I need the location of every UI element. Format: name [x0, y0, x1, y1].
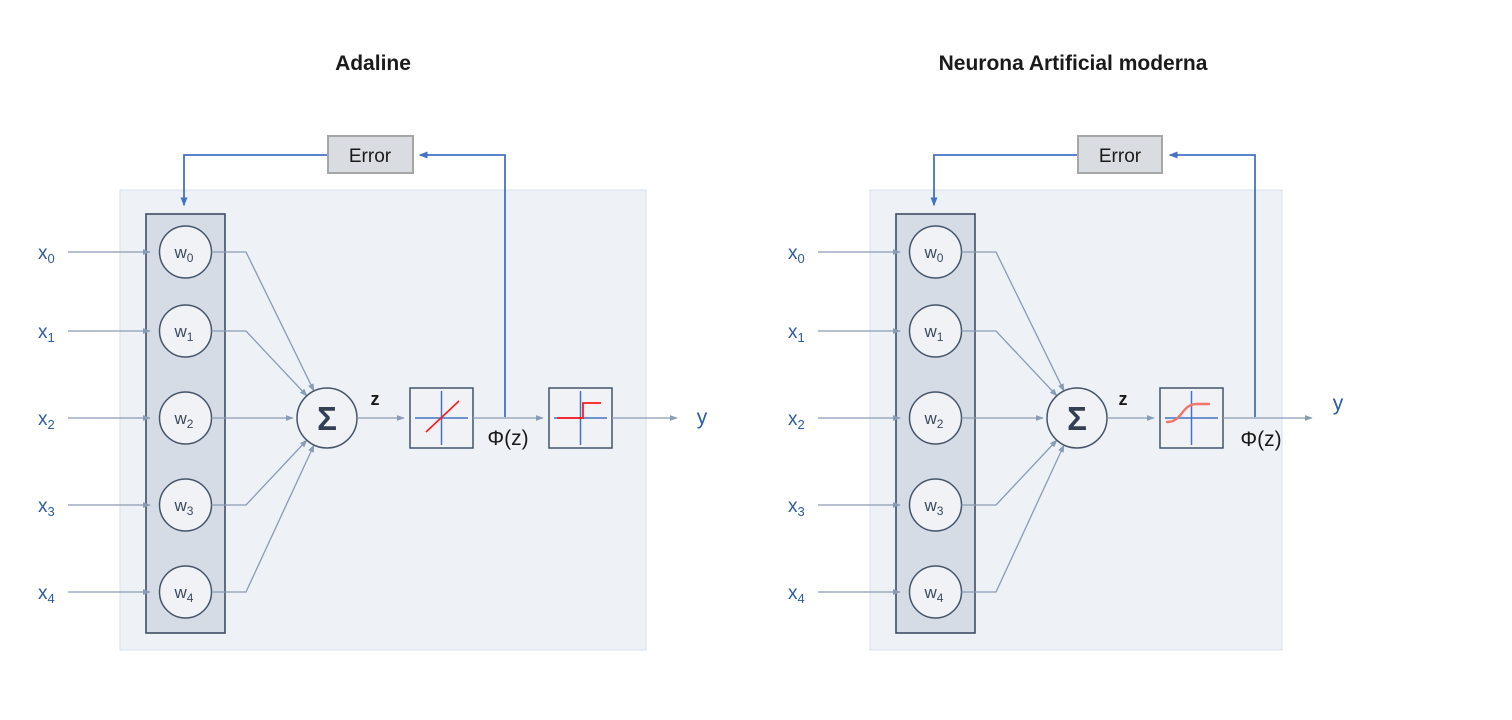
- weight-to-sum-connector: [211, 251, 315, 392]
- weight-label: w4: [174, 583, 194, 605]
- input-label: x4: [788, 583, 805, 606]
- weight-label: w1: [924, 322, 944, 344]
- weight-label: w3: [174, 496, 194, 518]
- weight-label: w3: [924, 496, 944, 518]
- sum-symbol: Σ: [317, 400, 337, 437]
- modern-neuron-diagram: Neurona Artificial moderna Error x0 x1 x…: [788, 52, 1344, 651]
- error-label: Error: [1099, 146, 1142, 167]
- output-label: y: [1333, 392, 1344, 415]
- error-box: [327, 135, 414, 174]
- input-label: x2: [38, 409, 55, 432]
- linear-activation-icon: [415, 391, 468, 445]
- activation-label: Φ(z): [487, 427, 528, 450]
- weight-label: w2: [174, 409, 194, 431]
- weight-label: w1: [174, 322, 194, 344]
- diagram-title: Adaline: [335, 52, 411, 75]
- net-input-label: z: [371, 389, 380, 409]
- sigmoid-activation-icon: [1165, 391, 1218, 445]
- input-label: x1: [38, 322, 55, 345]
- input-label: x2: [788, 409, 805, 432]
- weight-to-sum-connector: [961, 251, 1065, 392]
- weight-label: w2: [924, 409, 944, 431]
- output-label: y: [697, 406, 708, 429]
- feedback-line-to-error: [418, 151, 506, 417]
- weight-to-sum-connector: [961, 330, 1058, 397]
- weight-to-sum-connector: [961, 439, 1058, 506]
- net-input-label: z: [1119, 389, 1128, 409]
- error-box: [1077, 135, 1163, 174]
- feedback-line-to-error: [1168, 151, 1256, 417]
- step-activation-icon: [554, 391, 607, 445]
- adaline-diagram: Adaline Error x0 x1 x2 x3 x4 w0 w1 w2 w3…: [38, 52, 708, 651]
- input-label: x4: [38, 583, 55, 606]
- weight-label: w0: [924, 243, 944, 265]
- weight-to-sum-connector: [961, 444, 1065, 593]
- feedback-line-to-weights: [930, 154, 1078, 207]
- input-label: x0: [38, 243, 55, 266]
- diagram-title: Neurona Artificial moderna: [939, 52, 1208, 75]
- weight-to-sum-connector: [211, 444, 315, 593]
- input-label: x1: [788, 322, 805, 345]
- sum-symbol: Σ: [1067, 400, 1087, 437]
- weight-to-sum-connector: [211, 439, 308, 506]
- error-label: Error: [349, 146, 392, 167]
- weight-label: w0: [174, 243, 194, 265]
- input-label: x3: [788, 496, 805, 519]
- input-label: x3: [38, 496, 55, 519]
- activation-label: Φ(z): [1240, 428, 1281, 451]
- input-label: x0: [788, 243, 805, 266]
- weight-to-sum-connector: [211, 330, 308, 397]
- weight-label: w4: [924, 583, 944, 605]
- feedback-line-to-weights: [180, 154, 328, 207]
